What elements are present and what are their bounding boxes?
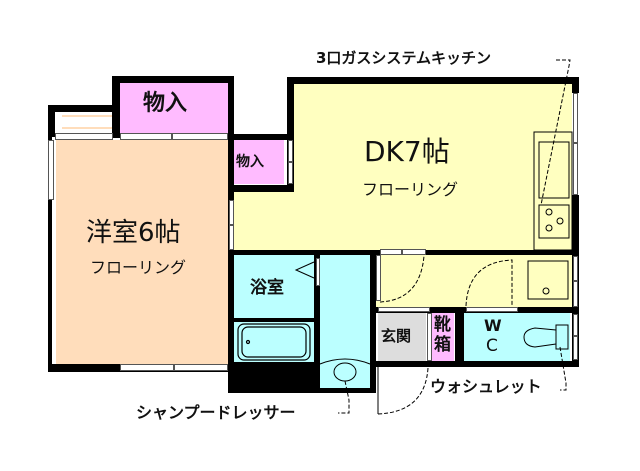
wall (112, 76, 120, 138)
wall (48, 137, 52, 372)
bath-label: 浴室 (250, 278, 284, 298)
kitchen-leader-line (540, 59, 571, 206)
wall (572, 77, 579, 93)
closet-large-label: 物入 (143, 91, 188, 116)
wall (370, 250, 376, 393)
wall (234, 318, 314, 322)
door-frame (316, 258, 320, 286)
front-door-swing-icon (377, 367, 429, 415)
wc-label-1: W (484, 316, 502, 335)
window (573, 281, 578, 307)
door-swing-icon (465, 259, 513, 307)
wall (234, 185, 294, 192)
window (229, 225, 234, 250)
kitchen-counter-icon (533, 131, 573, 251)
shoe-box-label-2: 箱 (434, 335, 451, 355)
window (380, 249, 402, 255)
dk-room (294, 84, 572, 250)
washroom (320, 255, 370, 389)
wall (572, 250, 579, 367)
balcony-line (62, 127, 112, 129)
window (573, 336, 578, 360)
western-room-floor-label: フローリング (90, 258, 187, 277)
window (55, 133, 113, 140)
wall (48, 105, 114, 112)
wall (455, 313, 464, 361)
wc-room (464, 313, 570, 361)
window (120, 133, 172, 140)
wall (376, 361, 579, 367)
wall (287, 77, 579, 84)
door-frame (427, 313, 432, 361)
window (288, 162, 293, 184)
bath-room (234, 255, 314, 318)
shoe-box (432, 313, 454, 361)
dk-room-lower (234, 192, 294, 250)
window (174, 364, 228, 371)
window (573, 314, 578, 336)
western-room-label: 洋室6帖 (86, 218, 181, 248)
toilet-icon (523, 324, 569, 350)
door-frame (376, 255, 381, 301)
window (288, 140, 293, 162)
door-swing-icon (379, 255, 425, 303)
closet-large (120, 83, 228, 133)
wall (287, 77, 294, 192)
window (573, 93, 578, 143)
washing-machine-pan-icon (527, 260, 569, 300)
shoe-box-label-1: 靴 (434, 315, 451, 335)
bathtub-area (234, 322, 314, 362)
wall (228, 134, 294, 140)
closet-small (234, 140, 284, 184)
entrance-label: 玄関 (381, 327, 412, 345)
window (120, 364, 174, 371)
bathtub-icon (237, 323, 311, 361)
entrance (378, 313, 426, 361)
washlet-callout: ウォシュレット (430, 377, 542, 396)
wall (228, 388, 374, 393)
wall (112, 76, 234, 83)
wall (314, 255, 320, 390)
dk-label: DK7帖 (364, 135, 450, 168)
washlet-leader-line (559, 346, 567, 391)
wc-label-2: C (486, 336, 498, 356)
shampoo-dresser-callout: シャンプードレッサー (136, 403, 296, 422)
wall (572, 195, 579, 255)
shampoo-dresser-icon (319, 358, 371, 382)
door-frame (466, 307, 518, 312)
window (573, 256, 578, 281)
balcony-line (62, 115, 112, 117)
window (402, 249, 426, 255)
window (48, 140, 54, 200)
wall-block (228, 362, 314, 392)
dk-floor-label: フローリング (362, 180, 459, 199)
hallway (376, 255, 572, 307)
western-room (56, 140, 228, 364)
bath-vent-icon (294, 261, 315, 279)
kitchen-callout: 3口ガスシステムキッチン (316, 49, 491, 67)
door-frame (378, 307, 430, 312)
shampoo-dresser-leader-line (338, 380, 350, 414)
window (172, 133, 228, 140)
window (573, 143, 578, 195)
window (229, 200, 234, 225)
wall (48, 105, 55, 137)
closet-small-label: 物入 (236, 154, 264, 170)
